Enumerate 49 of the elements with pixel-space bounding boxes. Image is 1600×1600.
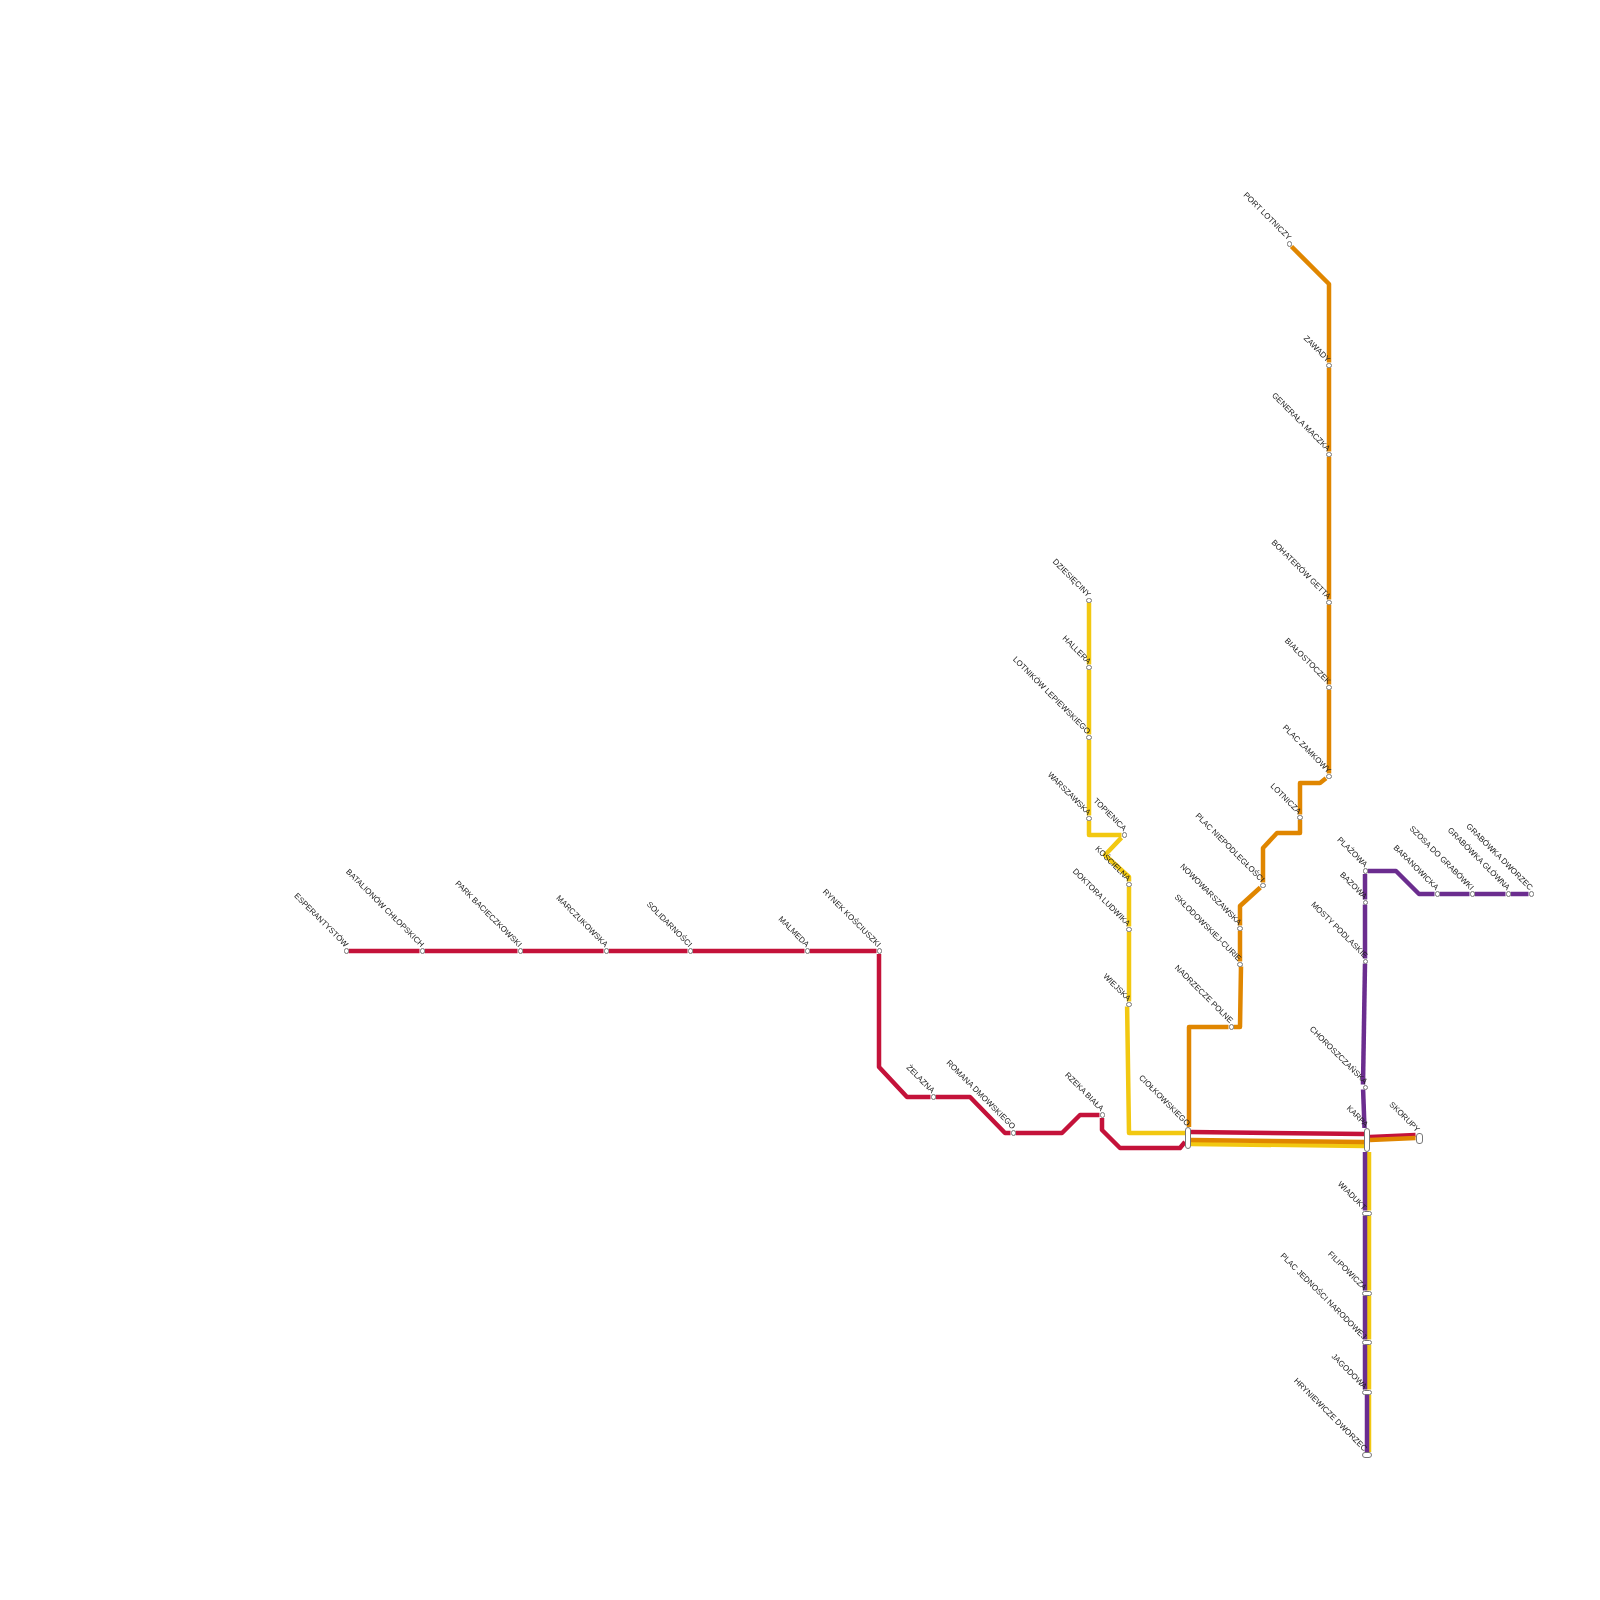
metro-line-segment — [1260, 819, 1303, 883]
metro-line-segment — [348, 948, 420, 954]
metro-line-segment — [1190, 1129, 1365, 1137]
metro-line-segment — [1360, 1089, 1367, 1129]
metro-line-segment — [1015, 1112, 1100, 1136]
metro-line-segment — [1369, 1135, 1416, 1143]
metro-line-segment — [1233, 966, 1244, 1030]
metro-line-segment — [1362, 874, 1368, 900]
metro-line-segment — [1289, 244, 1332, 363]
metro-line-segment — [876, 954, 931, 1100]
metro-line-segment — [1190, 1137, 1365, 1145]
metro-line-segment — [1474, 891, 1506, 897]
metro-line-segment — [1362, 1152, 1368, 1211]
metro-line-segment — [1362, 1215, 1368, 1291]
metro-line-segment — [1439, 891, 1470, 897]
metro-line-segment — [1237, 930, 1243, 962]
metro-line-segment — [1190, 1141, 1365, 1149]
metro-line-segment — [1326, 456, 1332, 600]
metro-line-segment — [1367, 868, 1435, 897]
metro-line-segment — [1124, 1006, 1185, 1136]
metro-line-segment — [935, 1094, 1011, 1136]
metro-line-segment — [1099, 1118, 1187, 1151]
metro-line-segment — [1086, 820, 1122, 838]
metro-line-segment — [1086, 669, 1092, 735]
metro-line-segment — [1362, 1295, 1368, 1340]
metro-line-segment — [1326, 689, 1332, 774]
metro-line-segment — [692, 948, 805, 954]
metro-line-segment — [522, 948, 604, 954]
metro-line-segment — [1369, 1132, 1416, 1140]
metro-line-segment — [1326, 604, 1332, 685]
metro-line-segment — [1086, 739, 1092, 816]
metro-line-segment — [1326, 367, 1332, 452]
metro-line-segment — [1360, 963, 1368, 1085]
metro-line-segment — [1126, 886, 1132, 927]
metro-line-segment — [1237, 885, 1262, 926]
metro-line-segment — [1126, 931, 1132, 1002]
metro-line-segment — [1366, 1344, 1372, 1390]
metro-line-segment — [1366, 1295, 1372, 1340]
metro-line-segment — [1362, 904, 1368, 959]
metro-line-segment — [1086, 602, 1092, 665]
metro-line-segment — [1297, 776, 1328, 815]
metro-line-segment — [809, 948, 877, 954]
metro-line-segment — [424, 948, 518, 954]
metro-line-segment — [1362, 1344, 1368, 1390]
metro-line-segment — [608, 948, 688, 954]
metro-line-segment — [1366, 1215, 1372, 1291]
metro-line-segment — [1366, 1152, 1372, 1211]
metro-line-segment — [1102, 836, 1132, 882]
metro-line-segment — [1186, 1024, 1229, 1127]
